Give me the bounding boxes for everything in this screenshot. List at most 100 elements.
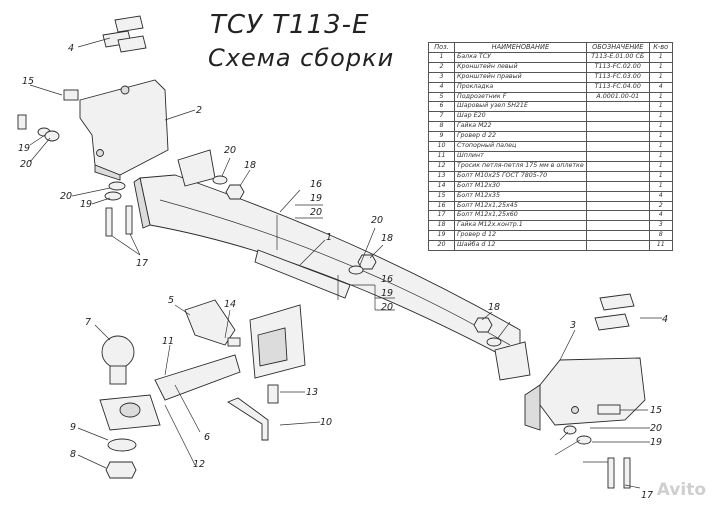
cell-name: Гровер d 12 — [454, 230, 587, 242]
callout-4b: 4 — [662, 314, 668, 325]
shims-top — [102, 15, 147, 53]
cell-code — [585, 190, 650, 202]
cell-pos: 13 — [428, 170, 455, 182]
callout-18b: 18 — [381, 233, 393, 244]
cell-pos: 3 — [428, 71, 455, 83]
callout-7: 7 — [85, 317, 91, 328]
callout-8: 8 — [70, 449, 76, 460]
callout-10: 10 — [320, 417, 332, 428]
cell-pos: 15 — [428, 190, 455, 202]
cell-code — [585, 200, 650, 212]
cell-name: Болт М10х25 ГОСТ 7805-70 — [454, 170, 587, 182]
cell-qty: 1 — [648, 150, 673, 162]
cell-qty: 1 — [648, 91, 673, 103]
diagram-title: ТСУ Т113-Е — [210, 10, 370, 40]
cell-code — [585, 180, 650, 192]
callout-19a: 19 — [18, 143, 30, 154]
cell-name: Болт М12х1,25х45 — [454, 200, 587, 212]
cell-qty: 4 — [648, 81, 673, 93]
cell-name: Подрозетник F — [454, 91, 587, 103]
callout-6: 6 — [204, 432, 210, 443]
cell-qty: 3 — [648, 220, 673, 232]
cell-code — [585, 210, 650, 222]
cell-qty: 1 — [648, 61, 673, 73]
cell-code — [585, 150, 650, 162]
cell-name: Кронштейн правый — [454, 71, 587, 83]
callout-9: 9 — [70, 422, 76, 433]
cell-code — [585, 121, 650, 133]
callout-20e: 20 — [371, 215, 383, 226]
tow-ball — [101, 335, 135, 385]
callout-19d: 19 — [381, 288, 393, 299]
cell-pos: 4 — [428, 81, 455, 93]
callout-11: 11 — [162, 336, 174, 347]
col-code: ОБОЗНАЧЕНИЕ — [585, 42, 650, 53]
cell-qty: 1 — [648, 131, 673, 143]
cell-code: A.0001.00-01 — [585, 91, 650, 103]
cell-qty: 1 — [648, 160, 673, 172]
cell-qty: 4 — [648, 210, 673, 222]
cell-name: Тросик петля-петля 175 мм в оплетке — [454, 160, 587, 172]
shims-right — [594, 293, 635, 331]
callout-3: 3 — [570, 320, 576, 331]
cell-qty: 1 — [648, 101, 673, 113]
callout-20d: 20 — [310, 207, 322, 218]
callout-15a: 15 — [22, 76, 34, 87]
col-pos: Поз. — [428, 42, 455, 53]
cell-name: Кронштейн левый — [454, 61, 587, 73]
cell-qty: 4 — [648, 190, 673, 202]
callout-20c: 20 — [224, 145, 236, 156]
cell-name: Балка ТСУ — [454, 51, 587, 63]
callout-20b: 20 — [60, 191, 72, 202]
cell-code: Т113-FC.03.00 — [585, 71, 650, 83]
cell-code — [585, 230, 650, 242]
callout-1: 1 — [326, 232, 332, 243]
cell-pos: 5 — [428, 91, 455, 103]
cell-code — [585, 111, 650, 123]
cell-qty: 2 — [648, 200, 673, 212]
col-qty: К-во — [648, 42, 673, 53]
callout-20a: 20 — [20, 159, 32, 170]
bolt-m10 — [267, 384, 279, 404]
cell-name: Болт М12х1,25х60 — [454, 210, 587, 222]
cell-name: Шаровый узел SH21E — [454, 101, 587, 113]
cell-name: Болт М12х35 — [454, 190, 587, 202]
cell-code: Т113-FC.04.00 — [585, 81, 650, 93]
cell-qty: 1 — [648, 121, 673, 133]
cell-pos: 7 — [428, 111, 455, 123]
callout-18c: 18 — [488, 302, 500, 313]
cell-code — [585, 101, 650, 113]
cell-pos: 18 — [428, 220, 455, 232]
fasteners — [17, 89, 631, 489]
callout-2: 2 — [196, 105, 202, 116]
callout-labels: 1 2 3 4 4 5 6 7 8 9 10 11 12 13 14 15 15… — [18, 43, 668, 501]
right-bracket — [524, 357, 646, 431]
cell-qty: 1 — [648, 180, 673, 192]
callout-4a: 4 — [68, 43, 74, 54]
nut-22 — [105, 461, 137, 479]
cell-pos: 2 — [428, 61, 455, 73]
lock-pin — [227, 397, 269, 441]
cell-pos: 16 — [428, 200, 455, 212]
cell-pos: 10 — [428, 141, 455, 152]
cell-name: Гровер d 22 — [454, 131, 587, 143]
cell-code — [585, 160, 650, 172]
callout-20g: 20 — [650, 423, 662, 434]
callout-14: 14 — [224, 299, 236, 310]
cell-name: Шплинт — [454, 150, 587, 162]
callout-19c: 19 — [310, 193, 322, 204]
